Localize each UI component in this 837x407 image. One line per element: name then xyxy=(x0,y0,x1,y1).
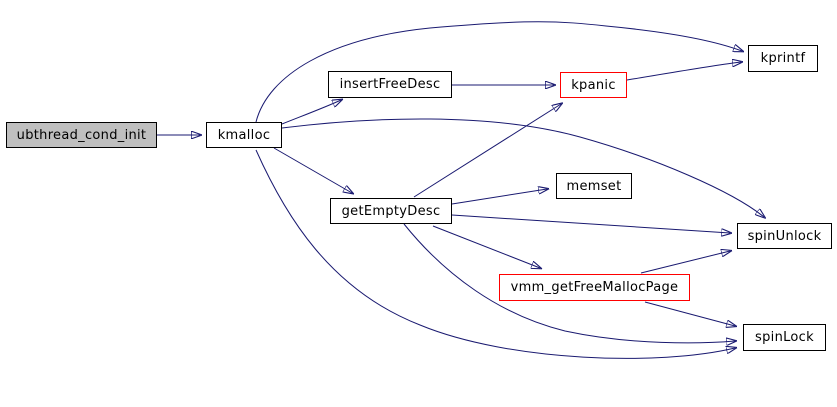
edge-vmm_getFreeMallocPage-to-spinUnlock xyxy=(640,251,730,274)
edge-getEmptyDesc-to-kpanic xyxy=(413,104,561,198)
edge-kmalloc-to-spinUnlock xyxy=(281,118,764,217)
node-spinLock[interactable]: spinLock xyxy=(743,324,826,351)
node-getEmptyDesc[interactable]: getEmptyDesc xyxy=(330,198,452,224)
edge-vmm_getFreeMallocPage-to-spinLock xyxy=(644,301,735,326)
edge-kmalloc-to-getEmptyDesc xyxy=(273,147,352,193)
node-vmm_getFreeMallocPage[interactable]: vmm_getFreeMallocPage xyxy=(499,274,690,301)
edge-getEmptyDesc-to-spinLock xyxy=(403,223,735,343)
edge-kpanic-to-kprintf xyxy=(626,62,741,81)
edge-getEmptyDesc-to-vmm_getFreeMallocPage xyxy=(432,225,540,268)
edge-getEmptyDesc-to-memset xyxy=(451,189,547,205)
node-kprintf[interactable]: kprintf xyxy=(748,45,818,72)
node-kmalloc[interactable]: kmalloc xyxy=(206,122,282,148)
edge-kmalloc-to-kprintf xyxy=(255,21,742,123)
node-memset[interactable]: memset xyxy=(556,173,632,199)
edge-getEmptyDesc-to-spinUnlock xyxy=(451,214,730,233)
edge-kmalloc-to-spinLock xyxy=(255,149,735,359)
node-ubthread_cond_init: ubthread_cond_init xyxy=(6,122,157,148)
edge-kmalloc-to-insertFreeDesc xyxy=(281,100,341,125)
node-kpanic[interactable]: kpanic xyxy=(560,72,627,98)
node-spinUnlock[interactable]: spinUnlock xyxy=(737,223,832,249)
node-insertFreeDesc[interactable]: insertFreeDesc xyxy=(328,71,452,98)
